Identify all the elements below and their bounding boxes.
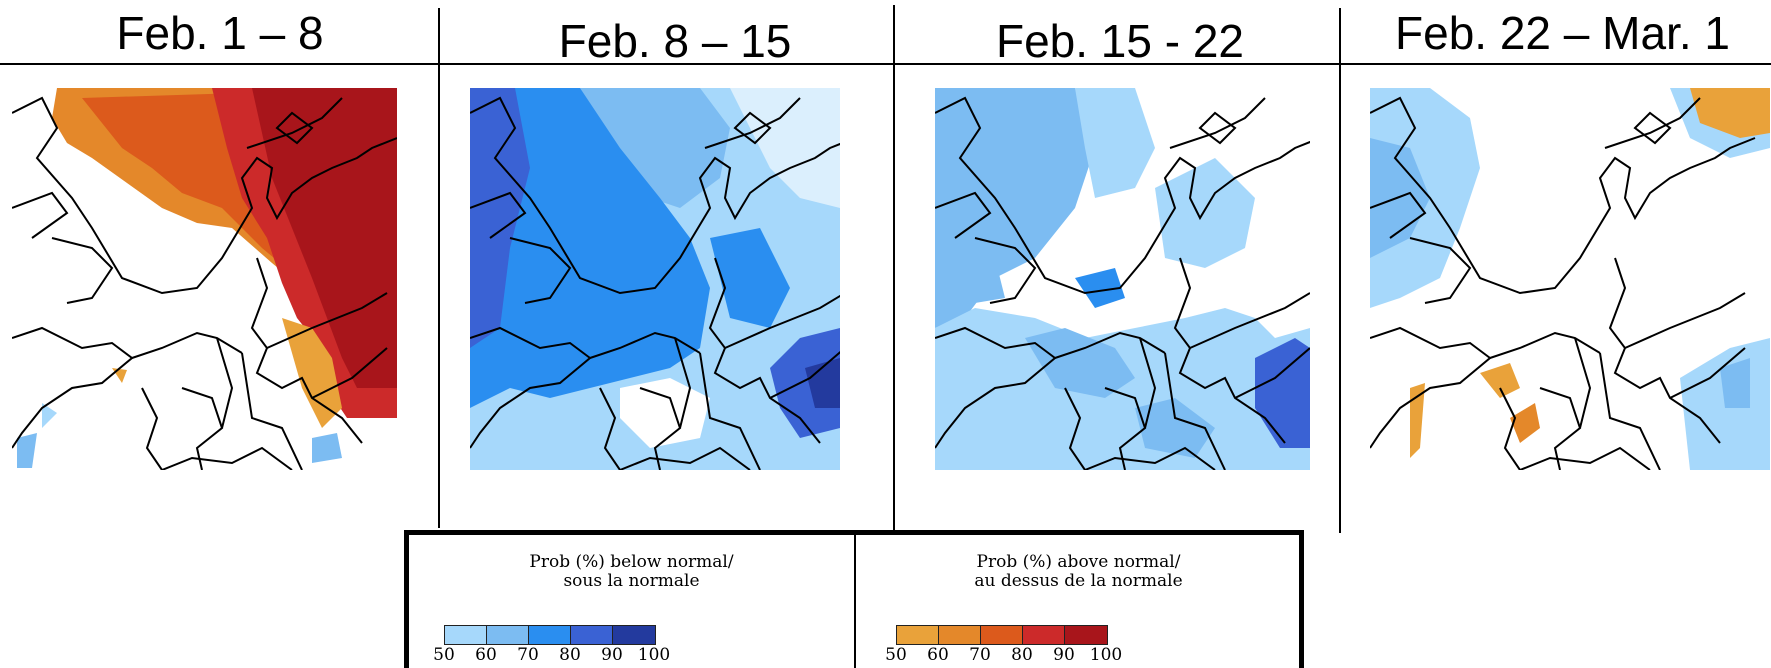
column-divider-3 bbox=[1339, 8, 1341, 533]
legend-above-title-line1: Prob (%) above normal/ bbox=[976, 552, 1181, 572]
legend-below-tick-3: 80 bbox=[559, 645, 581, 665]
map-period-3 bbox=[935, 88, 1310, 470]
column-divider-2 bbox=[893, 5, 895, 530]
legend-above-tick-4: 90 bbox=[1053, 645, 1075, 665]
period-title-1: Feb. 1 – 8 bbox=[116, 7, 324, 59]
legend-below-swatch-4 bbox=[613, 626, 655, 644]
legend-below-tick-5: 100 bbox=[637, 645, 671, 665]
legend-above-tick-1: 60 bbox=[927, 645, 949, 665]
probability-legend: Prob (%) below normal/ sous la normale 5… bbox=[404, 530, 1304, 668]
legend-above-swatch-3 bbox=[1023, 626, 1065, 644]
legend-below-ticks: 50 60 70 80 90 100 bbox=[433, 645, 670, 665]
legend-above-swatch-2 bbox=[981, 626, 1023, 644]
legend-below-title-line2: sous la normale bbox=[563, 571, 700, 591]
legend-above-swatch-0 bbox=[897, 626, 939, 644]
legend-below-normal: Prob (%) below normal/ sous la normale 5… bbox=[409, 535, 854, 668]
legend-below-tick-1: 60 bbox=[475, 645, 497, 665]
legend-below-tick-0: 50 bbox=[433, 645, 455, 665]
column-divider-1 bbox=[438, 8, 440, 528]
legend-below-swatch-3 bbox=[571, 626, 613, 644]
legend-above-tick-3: 80 bbox=[1011, 645, 1033, 665]
period-title-3: Feb. 15 - 22 bbox=[995, 15, 1245, 67]
legend-above-swatch-1 bbox=[939, 626, 981, 644]
legend-divider bbox=[854, 535, 856, 668]
legend-above-swatches bbox=[896, 625, 1108, 645]
legend-above-title-line2: au dessus de la normale bbox=[974, 571, 1183, 591]
title-divider bbox=[0, 63, 1771, 65]
legend-above-tick-5: 100 bbox=[1089, 645, 1123, 665]
legend-above-ticks: 50 60 70 80 90 100 bbox=[885, 645, 1122, 665]
legend-above-tick-0: 50 bbox=[885, 645, 907, 665]
map-period-2 bbox=[470, 88, 840, 470]
legend-below-swatch-0 bbox=[445, 626, 487, 644]
legend-below-title-line1: Prob (%) below normal/ bbox=[529, 552, 734, 572]
legend-below-swatches bbox=[444, 625, 656, 645]
legend-above-tick-2: 70 bbox=[969, 645, 991, 665]
legend-above-normal: Prob (%) above normal/ au dessus de la n… bbox=[856, 535, 1301, 668]
legend-below-swatch-2 bbox=[529, 626, 571, 644]
period-title-4: Feb. 22 – Mar. 1 bbox=[1395, 7, 1730, 59]
legend-above-swatch-4 bbox=[1065, 626, 1107, 644]
legend-below-tick-2: 70 bbox=[517, 645, 539, 665]
period-title-2: Feb. 8 – 15 bbox=[558, 15, 792, 67]
legend-below-swatch-1 bbox=[487, 626, 529, 644]
map-period-4 bbox=[1370, 88, 1770, 470]
legend-below-tick-4: 90 bbox=[601, 645, 623, 665]
map-period-1 bbox=[12, 88, 397, 470]
